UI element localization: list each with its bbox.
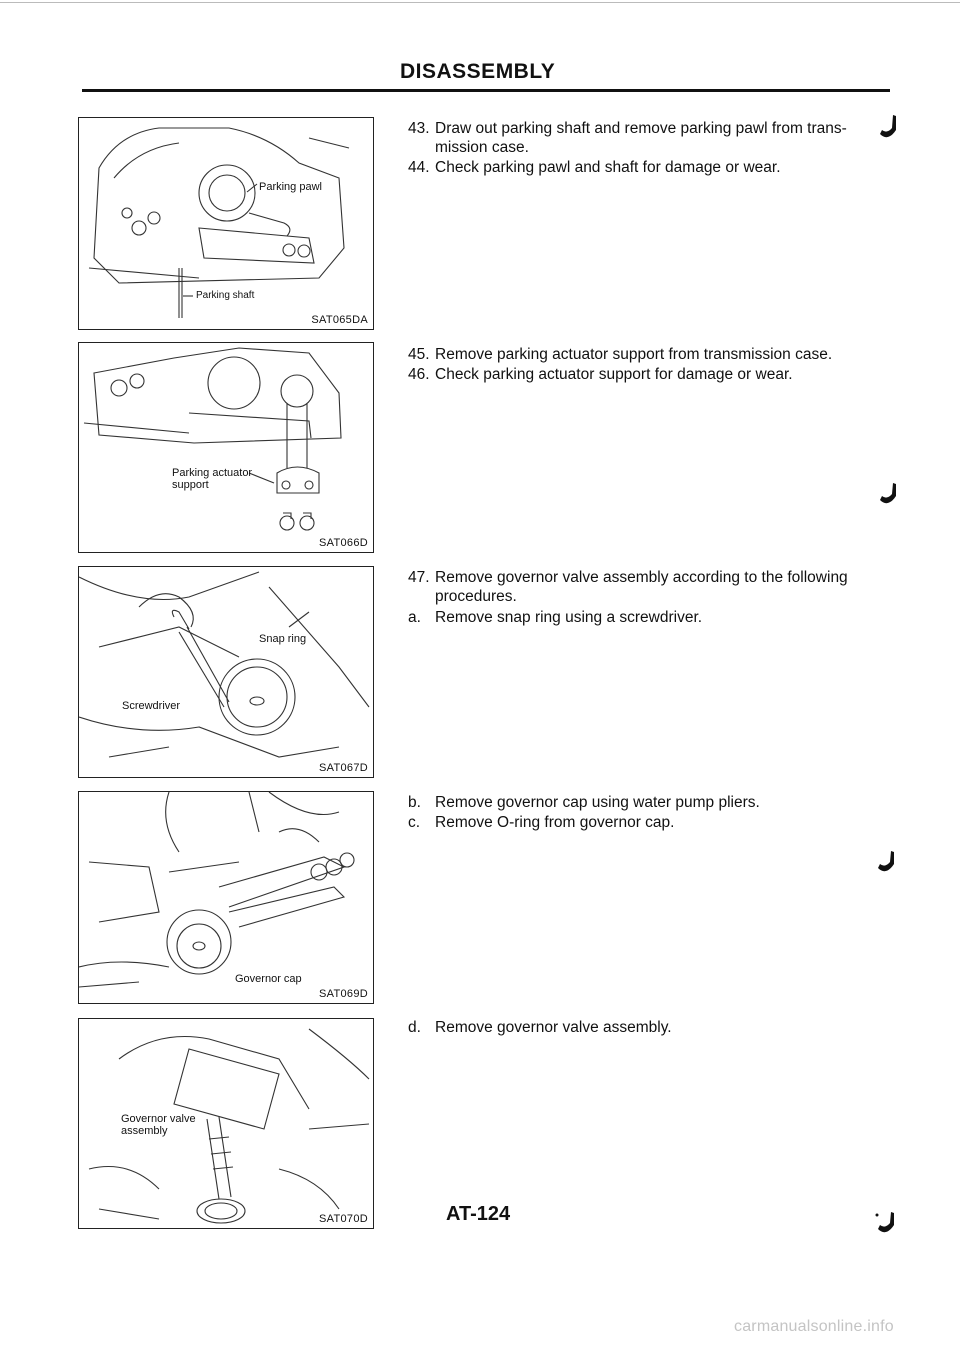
governor-valve-illustration: [88, 1028, 370, 1224]
step-text: Remove snap ring using a screwdriver.: [435, 609, 703, 626]
step-text-continued: mission case.: [435, 139, 529, 156]
figure-governor-valve: Governor valve assembly SAT070D: [78, 1018, 374, 1229]
step-44: 44. Check parking pawl and shaft for dama…: [408, 158, 898, 177]
figure-parking-actuator-support: Parking actuator support SAT066D: [78, 342, 374, 553]
figure-code: SAT067D: [319, 762, 368, 774]
binding-mark-icon: [880, 115, 896, 138]
step-47: 47. Remove governor valve assembly accord…: [408, 568, 898, 606]
snap-ring-illustration: [79, 571, 370, 758]
figure-parking-pawl: Parking pawl Parking shaft SAT065DA: [78, 117, 374, 330]
callout-parking-pawl: Parking pawl: [259, 181, 322, 193]
page-title: DISASSEMBLY: [400, 60, 556, 83]
step-b: b. Remove governor cap using water pump p…: [408, 793, 898, 812]
callout-parking-actuator: Parking actuator: [172, 467, 253, 479]
actuator-support-illustration: [83, 347, 342, 531]
figure-code: SAT070D: [319, 1213, 368, 1225]
step-a: a. Remove snap ring using a screwdriver.: [408, 608, 898, 627]
step-number: d.: [408, 1019, 421, 1036]
figure-code: SAT066D: [319, 537, 368, 549]
step-number: c.: [408, 814, 421, 831]
callout-support: support: [172, 479, 209, 491]
figure-code: SAT065DA: [311, 314, 368, 326]
step-43: 43. Draw out parking shaft and remove par…: [408, 119, 898, 157]
binding-mark-icon: [880, 483, 896, 504]
step-text: Check parking actuator support for damag…: [435, 366, 793, 383]
step-text: Remove governor cap using water pump pli…: [435, 794, 760, 811]
step-text: Remove governor valve assembly.: [435, 1019, 672, 1036]
step-number: 44.: [408, 159, 430, 176]
callout-snap-ring: Snap ring: [259, 633, 307, 645]
callout-parking-shaft: Parking shaft: [196, 290, 255, 301]
step-45: 45. Remove parking actuator support from …: [408, 345, 898, 364]
step-number: b.: [408, 794, 421, 811]
callout-screwdriver: Screwdriver: [122, 700, 181, 712]
binding-mark-icon: [875, 1212, 894, 1233]
title-rule: [82, 89, 890, 92]
step-c: c. Remove O-ring from governor cap.: [408, 813, 898, 832]
step-number: 43.: [408, 120, 430, 137]
step-number: 45.: [408, 346, 430, 363]
figure-code: SAT069D: [319, 988, 368, 1000]
step-46: 46. Check parking actuator support for da…: [408, 365, 898, 384]
step-number: 47.: [408, 569, 430, 586]
binding-mark-icon: [878, 851, 894, 872]
callout-governor-valve: Governor valve: [121, 1113, 196, 1125]
top-rule: [0, 2, 960, 3]
step-text: Check parking pawl and shaft for damage …: [435, 159, 781, 176]
step-text: Remove O-ring from governor cap.: [435, 814, 675, 831]
figure-governor-cap: Governor cap SAT069D: [78, 791, 374, 1004]
step-text: Draw out parking shaft and remove parkin…: [435, 120, 847, 137]
page-number: AT-124: [446, 1203, 511, 1225]
callout-assembly: assembly: [121, 1125, 168, 1137]
callout-governor-cap: Governor cap: [235, 973, 302, 985]
watermark: carmanualsonline.info: [734, 1318, 894, 1335]
parking-pawl-illustration: [88, 127, 350, 318]
step-number: a.: [408, 609, 421, 626]
step-number: 46.: [408, 366, 430, 383]
step-text: Remove governor valve assembly according…: [435, 569, 848, 586]
figure-snap-ring: Snap ring Screwdriver SAT067D: [78, 566, 374, 778]
step-d: d. Remove governor valve assembly.: [408, 1018, 898, 1037]
step-text-continued: procedures.: [435, 588, 517, 605]
governor-cap-illustration: [79, 792, 355, 988]
step-text: Remove parking actuator support from tra…: [435, 346, 833, 363]
